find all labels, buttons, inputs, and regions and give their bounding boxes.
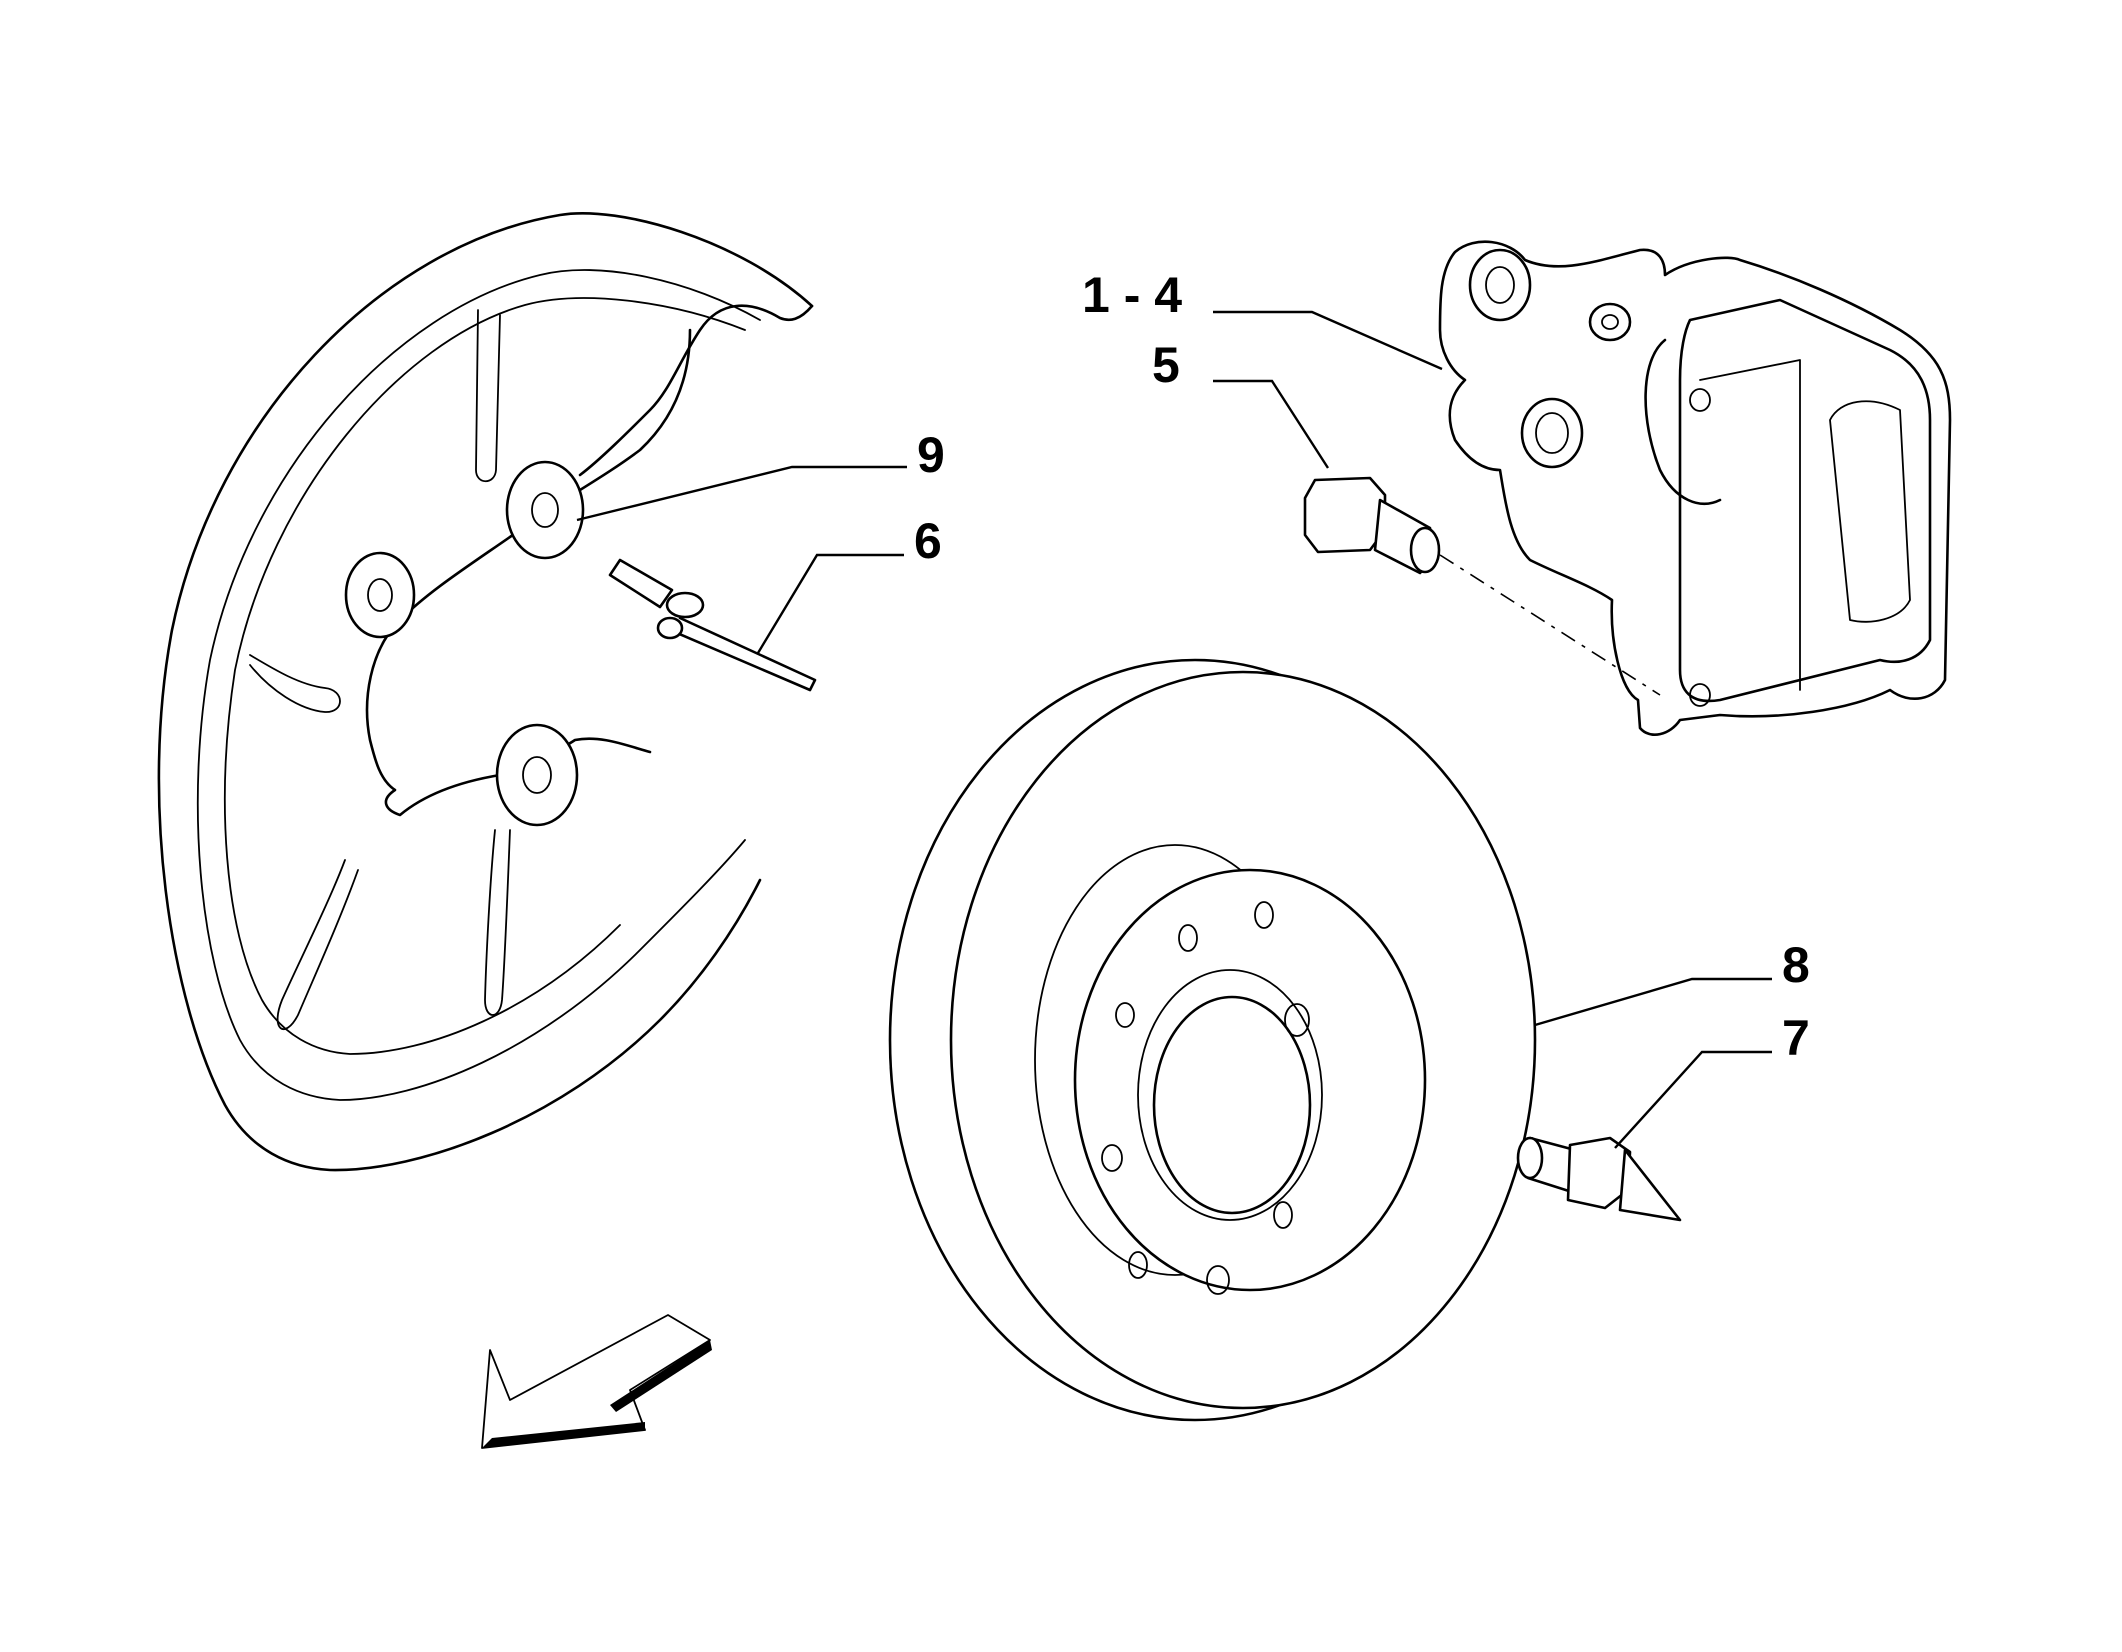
leader-1-4 — [1213, 310, 1443, 371]
callout-6: 6 — [914, 513, 942, 569]
leader-5 — [1213, 379, 1330, 469]
callout-9: 9 — [917, 427, 945, 483]
callout-7: 7 — [1782, 1010, 1810, 1066]
brake-caliper — [1438, 240, 1952, 736]
leader-9 — [576, 465, 907, 522]
leader-7 — [1614, 1050, 1772, 1149]
leader-8 — [1534, 977, 1772, 1027]
rivet-part — [608, 558, 817, 692]
callout-8: 8 — [1782, 937, 1810, 993]
dust-shield — [157, 212, 814, 1172]
callout-1-4: 1 - 4 — [1082, 267, 1182, 323]
caliper-bolt — [1303, 476, 1441, 575]
leader-6 — [756, 553, 904, 654]
direction-arrow-icon — [481, 1314, 712, 1449]
bolt-axis-line — [1439, 554, 1661, 696]
callout-5: 5 — [1152, 337, 1180, 393]
brake-disc — [888, 658, 1537, 1422]
wheel-stud — [1516, 1136, 1682, 1222]
